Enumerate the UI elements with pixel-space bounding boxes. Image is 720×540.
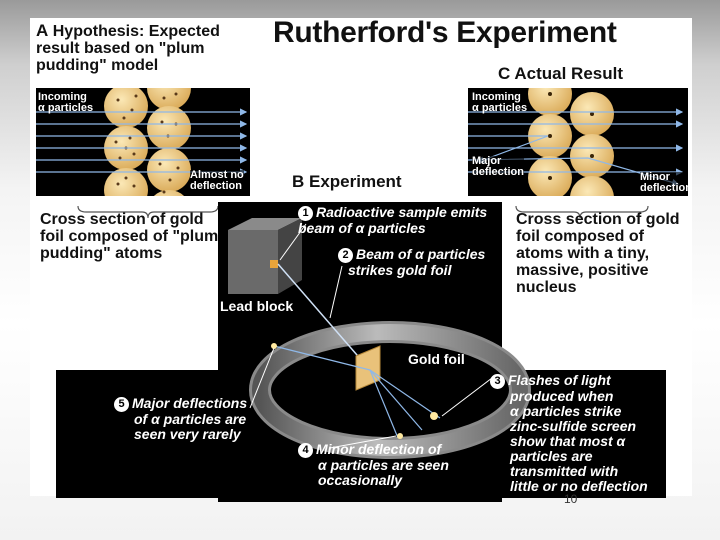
step-3-line-2: produced when [510, 388, 614, 404]
plum-pudding-atoms [104, 88, 191, 196]
electron-dots [114, 92, 180, 194]
step-4-text-2: α particles are seen [318, 457, 449, 473]
step-2-text-2: strikes gold foil [348, 262, 452, 278]
gold-foil-label: Gold foil [408, 351, 465, 367]
alpha-beam [277, 263, 371, 371]
step-3-line-7: transmitted with [510, 463, 619, 479]
step-2-text-1: Beam of α particles [356, 246, 486, 262]
section-a-heading-bold: Hypothesis: [52, 23, 145, 40]
step-5-text-3: seen very rarely [134, 426, 241, 442]
section-a-heading-rest: Expected result based on "plum pudding" … [36, 23, 220, 74]
slide-title: Rutherford's Experiment [273, 16, 617, 49]
step-4-number: 4 [298, 443, 313, 458]
panel-c-incoming-label: Incoming α particles [472, 92, 527, 114]
step-4-text-1: Minor deflection of [316, 441, 442, 457]
step-3-line-6: particles are [510, 448, 593, 464]
panel-c-major-label: Major deflection [472, 156, 524, 178]
step-5-text-2: of α particles are [134, 411, 247, 427]
plum-pudding-illustration [36, 88, 248, 196]
panel-a-caption: Cross section of gold foil composed of "… [40, 211, 219, 262]
alpha-rays-a [36, 108, 248, 176]
panel-a-note-2: deflection [190, 180, 242, 192]
step-1-text-1: Radioactive sample emits [316, 204, 488, 220]
step-5-text-1: Major deflections [132, 395, 248, 411]
nuclear-model-illustration [468, 88, 684, 196]
caption-brackets [77, 205, 649, 219]
panel-c-major-2: deflection [472, 166, 524, 178]
leader-lines [249, 223, 493, 449]
step-3-line-4: zinc-sulfide screen [510, 418, 637, 434]
panel-c-nuclear-model: Incoming α particles Major deflection Mi… [468, 88, 688, 196]
step-3-number: 3 [490, 374, 505, 389]
panel-a-plum-pudding: Incoming α particles Almost no deflectio… [36, 88, 250, 196]
panel-a-note: Almost no deflection [190, 170, 244, 192]
step-3-line-5: show that most α [510, 433, 626, 449]
section-a-heading: A Hypothesis: Expected result based on "… [36, 22, 266, 74]
nuclear-atoms [528, 88, 614, 196]
panel-c-incoming-2: α particles [472, 102, 528, 114]
lead-block-shape [228, 218, 302, 294]
panel-c-major-1: Major [472, 155, 502, 167]
experiment-illustration [228, 218, 531, 459]
nuclei-dots [548, 92, 594, 180]
step-3-line-1: Flashes of light [508, 372, 611, 388]
lead-block-label: Lead block [220, 298, 294, 314]
panel-a-incoming-1: Incoming [38, 91, 87, 103]
slide: Rutherford's Experiment A Hypothesis: Ex… [30, 16, 692, 502]
section-c-heading: C Actual Result [498, 64, 624, 83]
zinc-sulfide-screen-front [252, 324, 528, 456]
panel-a-incoming-2: α particles [38, 102, 94, 114]
step-3-line-3: α particles strike [510, 403, 622, 419]
experiment-panel-lower [56, 370, 666, 498]
panel-a-incoming-label: Incoming α particles [38, 92, 93, 114]
section-a-letter: A [36, 21, 49, 40]
step-2-number: 2 [338, 248, 353, 263]
step-1-text-2: beam of α particles [298, 220, 426, 236]
step-5-number: 5 [114, 397, 129, 412]
panel-c-caption: Cross section of gold foil composed of a… [516, 211, 680, 296]
step-3-line-8: little or no deflection [510, 478, 648, 494]
light-flashes [271, 343, 438, 439]
panel-c-minor-1: Minor [640, 171, 670, 183]
deflection-rays [273, 345, 441, 439]
section-b-heading: B Experiment [292, 172, 402, 191]
step-1-number: 1 [298, 206, 313, 221]
panel-c-minor-label: Minor deflection [640, 172, 688, 194]
panel-c-minor-2: deflection [640, 182, 688, 194]
step-4-text-3: occasionally [318, 472, 403, 488]
panel-a-note-1: Almost no [190, 169, 244, 181]
page-number: 10 [564, 492, 578, 506]
panel-c-incoming-1: Incoming [472, 91, 521, 103]
